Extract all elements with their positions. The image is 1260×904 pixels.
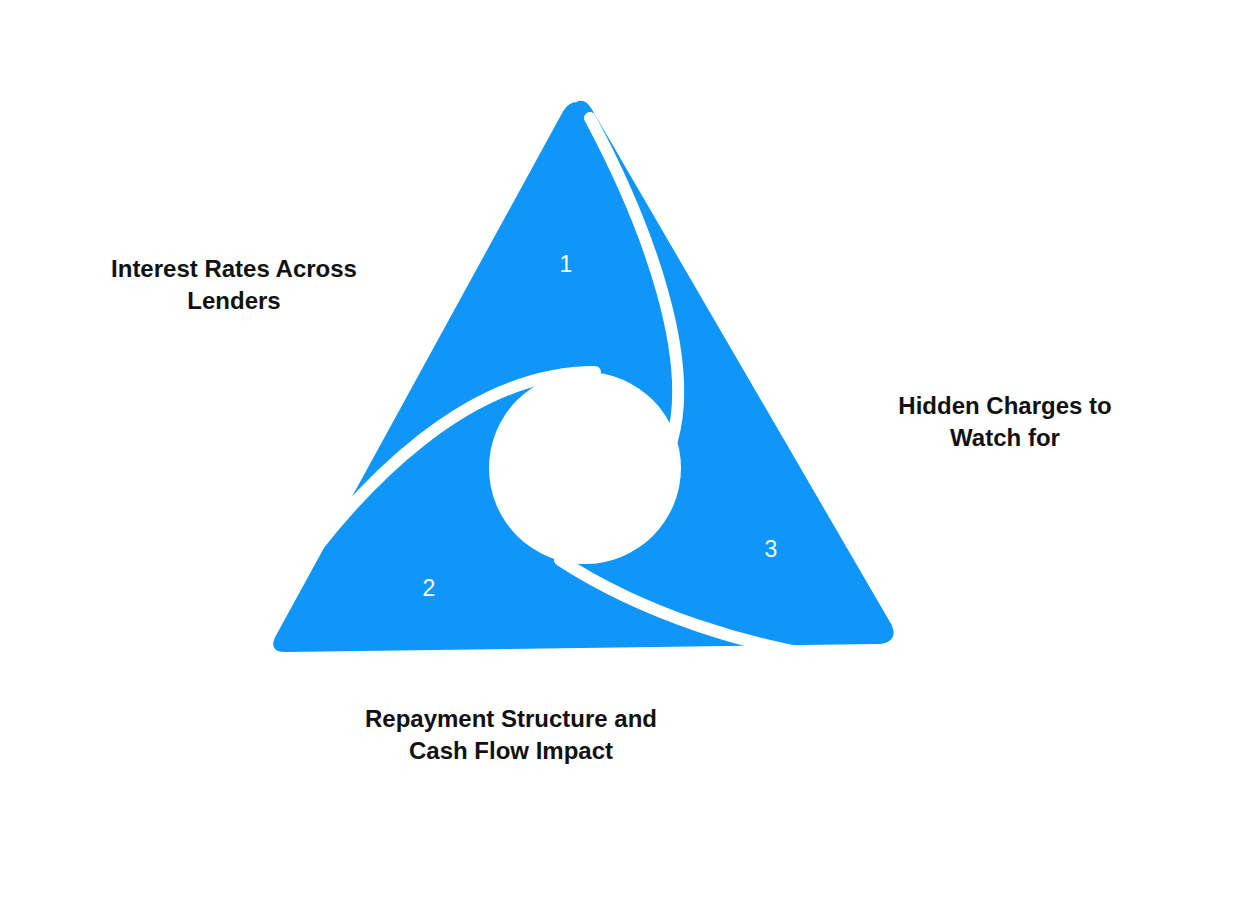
segment-gap (560, 560, 860, 662)
segment-caption: Repayment Structure and Cash Flow Impact (341, 703, 681, 767)
swirl-segment: 2Repayment Structure and Cash Flow Impac… (409, 573, 449, 603)
swirl-segment: 3Hidden Charges to Watch for (751, 534, 791, 564)
segment-caption: Interest Rates Across Lenders (84, 253, 384, 317)
callout-number: 2 (409, 573, 449, 603)
center-hole (489, 372, 681, 564)
swirl-segment: 1Interest Rates Across Lenders (546, 249, 586, 279)
callout-number: 3 (751, 534, 791, 564)
segment-caption: Hidden Charges to Watch for (875, 390, 1135, 454)
callout-number: 1 (546, 249, 586, 279)
